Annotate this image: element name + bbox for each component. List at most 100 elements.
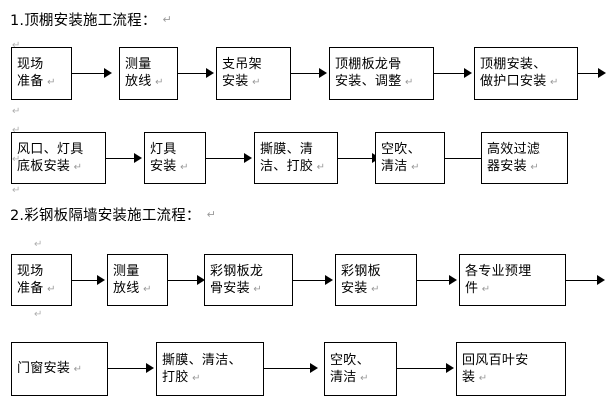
pilcrow-icon: ↵ — [188, 372, 201, 384]
flow-node-label: 支吊架 安装 ↵ — [222, 57, 262, 89]
pilcrow-icon: ↵ — [12, 125, 21, 136]
pilcrow-icon: ↵ — [356, 372, 369, 384]
arrow-head-icon — [446, 363, 454, 373]
connector-line — [338, 158, 374, 159]
connector-line — [168, 280, 199, 281]
arrow-head-icon — [97, 275, 105, 285]
pilcrow-icon: ↵ — [526, 161, 540, 173]
flow-node[interactable]: 测量 放线 ↵ — [119, 47, 178, 100]
flow-node[interactable]: 撕膜、清洁、 打胶 ↵ — [156, 342, 264, 396]
pilcrow-icon: ↵ — [475, 372, 488, 384]
pilcrow-icon: ↵ — [12, 154, 21, 165]
flow-node-label: 撕膜、清洁、 打胶 ↵ — [162, 352, 242, 385]
flow-node[interactable]: 现场 准备 ↵ — [11, 47, 72, 100]
flow-node-label: 彩钢板龙 骨安装 ↵ — [210, 263, 264, 296]
pilcrow-icon: ↵ — [401, 77, 414, 88]
connector-line — [72, 280, 99, 281]
flow-node-label: 测量 放线 ↵ — [113, 263, 152, 296]
flow-node[interactable]: 风口、灯具 底板安装 ↵ — [11, 132, 106, 184]
connector-line — [178, 73, 208, 74]
flow-node-label: 各专业预埋 件 ↵ — [465, 263, 532, 296]
arrow-head-icon — [325, 275, 333, 285]
pilcrow-icon: ↵ — [12, 185, 21, 196]
flow-node-label: 空吹、 清洁 ↵ — [381, 141, 421, 174]
flow-node-label: 空吹、 清洁 ↵ — [330, 352, 370, 385]
pilcrow-icon: ↵ — [70, 161, 83, 173]
connector-line — [72, 73, 106, 74]
flow-node[interactable]: 门窗安装 ↵ — [11, 342, 108, 396]
flow-node-label: 高效过滤 器安装 ↵ — [487, 141, 541, 174]
flow-node-label: 彩钢板 安装 ↵ — [341, 263, 381, 296]
section-heading-2-text: 2.彩钢板隔墙安装施工流程： — [10, 208, 201, 224]
connector-line — [417, 280, 451, 281]
arrow-head-icon — [197, 275, 205, 285]
flow-node[interactable]: 测量 放线 ↵ — [107, 254, 168, 306]
flow-node-label: 门窗安装 ↵ — [17, 361, 83, 376]
flow-node-label: 顶棚板龙骨 安装、调整 ↵ — [335, 57, 414, 89]
connector-line — [206, 158, 246, 159]
pilcrow-icon: ↵ — [151, 77, 164, 88]
connector-line — [578, 73, 600, 74]
flow-node[interactable]: 彩钢板龙 骨安装 ↵ — [204, 254, 293, 306]
flow-node[interactable]: 撕膜、清 洁、打胶 ↵ — [254, 132, 338, 184]
flow-node[interactable]: 彩钢板 安装 ↵ — [335, 254, 417, 306]
connector-line — [291, 73, 321, 74]
pilcrow-icon: ↵ — [43, 77, 56, 88]
pilcrow-icon: ↵ — [12, 40, 21, 51]
flow-node[interactable]: 空吹、 清洁 ↵ — [324, 342, 397, 396]
flow-node-label: 风口、灯具 底板安装 ↵ — [17, 141, 84, 174]
flow-node[interactable]: 支吊架 安装 ↵ — [216, 47, 291, 100]
arrow-head-icon — [146, 363, 154, 373]
pilcrow-icon: ↵ — [313, 161, 326, 173]
arrow-head-icon — [134, 153, 142, 163]
connector-line — [397, 368, 448, 369]
pilcrow-icon: ↵ — [249, 283, 263, 295]
pilcrow-icon: ↵ — [12, 106, 21, 117]
arrow-head-icon — [319, 68, 327, 78]
pilcrow-icon: ↵ — [34, 239, 43, 250]
flow-node[interactable]: 各专业预埋 件 ↵ — [459, 254, 566, 306]
flow-node[interactable]: 现场 准备 ↵ — [11, 254, 72, 306]
connector-line — [566, 280, 599, 281]
pilcrow-icon: ↵ — [34, 309, 43, 320]
pilcrow-icon: ↵ — [546, 77, 559, 88]
flow-node-label: 现场 准备 ↵ — [17, 57, 56, 89]
section-heading-1-text: 1.顶棚安装施工流程： — [10, 13, 157, 29]
pilcrow-icon: ↵ — [367, 283, 380, 295]
section-heading-2: 2.彩钢板隔墙安装施工流程： ↵ — [10, 209, 216, 224]
pilcrow-icon: ↵ — [139, 283, 152, 295]
flow-node[interactable]: 顶棚板龙骨 安装、调整 ↵ — [329, 47, 434, 100]
connector-line — [108, 368, 148, 369]
arrow-head-icon — [598, 68, 606, 78]
section-heading-1: 1.顶棚安装施工流程： ↵ — [10, 14, 172, 29]
pilcrow-icon: ↵ — [176, 161, 189, 173]
pilcrow-icon: ↵ — [43, 283, 56, 295]
pilcrow-icon: ↵ — [70, 364, 83, 375]
connector-line — [106, 158, 136, 159]
arrow-head-icon — [597, 275, 605, 285]
flow-node-label: 顶棚安装、 做护口安装 ↵ — [480, 57, 559, 89]
pilcrow-icon: ↵ — [162, 13, 172, 26]
flow-node[interactable]: 高效过滤 器安装 ↵ — [481, 132, 568, 184]
pilcrow-icon: ↵ — [407, 161, 420, 173]
connector-line — [264, 368, 312, 369]
arrow-head-icon — [449, 275, 457, 285]
flow-node-label: 测量 放线 ↵ — [125, 57, 164, 89]
arrow-head-icon — [464, 68, 472, 78]
arrow-head-icon — [310, 363, 318, 373]
flow-node[interactable]: 回风百叶安 装 ↵ — [456, 342, 566, 396]
flow-node[interactable]: 空吹、 清洁 ↵ — [375, 132, 445, 184]
flow-node-label: 现场 准备 ↵ — [17, 263, 56, 296]
flow-node[interactable]: 顶棚安装、 做护口安装 ↵ — [474, 47, 578, 100]
flow-node[interactable]: 灯具 安装 ↵ — [144, 132, 206, 184]
arrow-head-icon — [244, 153, 252, 163]
arrow-head-icon — [206, 68, 214, 78]
flow-node-label: 撕膜、清 洁、打胶 ↵ — [260, 141, 326, 174]
pilcrow-icon: ↵ — [248, 77, 261, 88]
arrow-head-icon — [104, 68, 112, 78]
pilcrow-icon: ↵ — [478, 283, 491, 295]
flow-node-label: 灯具 安装 ↵ — [150, 141, 189, 174]
pilcrow-icon: ↵ — [206, 208, 217, 221]
connector-line — [434, 73, 466, 74]
